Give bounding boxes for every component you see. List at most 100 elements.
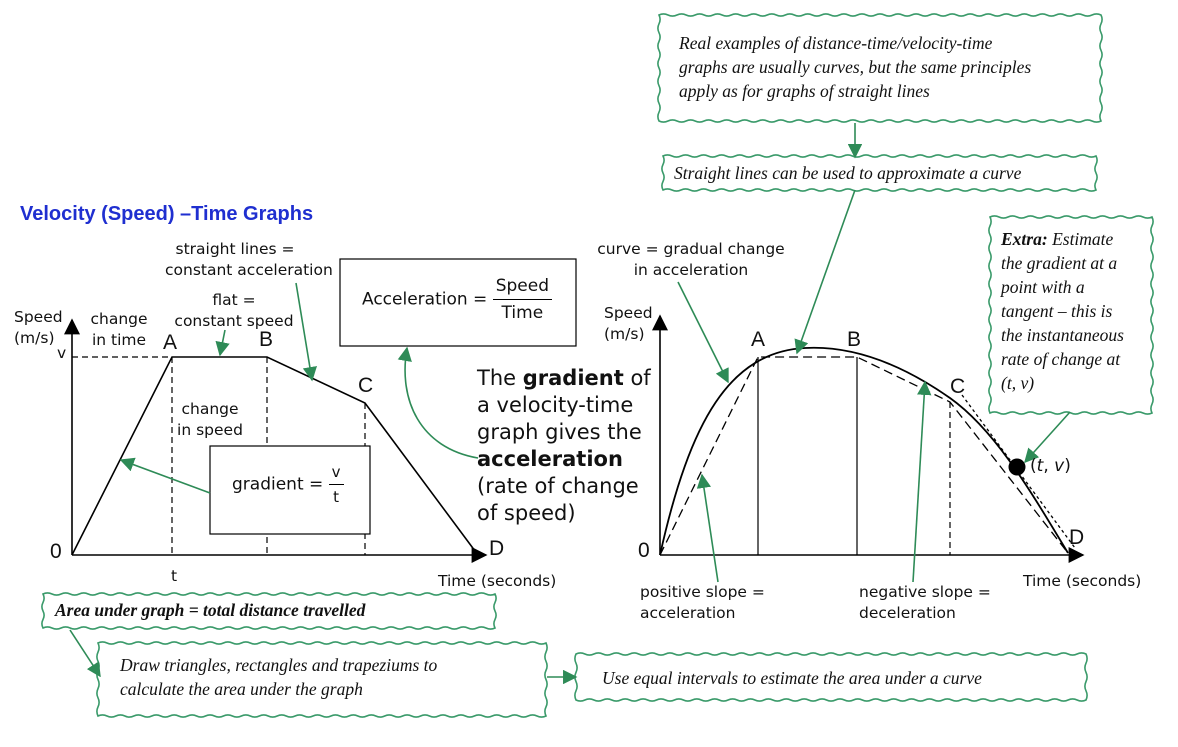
label-flat-line-2: constant speed: [174, 312, 294, 330]
gradient-denominator: t: [333, 488, 340, 506]
left-y-label-1: Speed: [14, 308, 63, 326]
label-straight-line-1: straight lines =: [175, 240, 295, 258]
left-graph: [64, 318, 488, 563]
left-point-b: B: [259, 328, 274, 351]
label-neg-1: negative slope =: [859, 583, 991, 601]
label-straight-lines: straight lines = constant acceleration: [165, 239, 333, 281]
right-point-d: D: [1069, 526, 1085, 549]
gradient-box: [209, 445, 371, 535]
note-box-area-under: [41, 592, 497, 630]
label-curve: curve = gradual change in acceleration: [592, 239, 790, 281]
note-box-straight-lines: [661, 154, 1098, 192]
tangent-point: [1008, 458, 1026, 476]
label-flat: flat = constant speed: [166, 290, 302, 332]
left-v-label: v: [57, 344, 67, 362]
gs-line5: (rate of change: [477, 474, 639, 498]
gs-line1b: gradient: [522, 366, 624, 390]
label-pos-1: positive slope =: [640, 583, 765, 601]
gradient-prefix: gradient =: [232, 474, 324, 495]
note-box-extra: [988, 215, 1154, 415]
note-equal-intervals: Use equal intervals to estimate the area…: [602, 668, 982, 688]
gs-line6: of speed): [477, 501, 576, 525]
note-real-2: graphs are usually curves, but the same …: [679, 57, 1032, 77]
note-triangles-2: calculate the area under the graph: [120, 679, 363, 699]
note-real-examples: Real examples of distance-time/velocity-…: [679, 31, 1031, 103]
label-change-time-2: in time: [91, 331, 147, 349]
tv-t: t: [1036, 456, 1044, 476]
right-graph: [652, 314, 1085, 563]
note-straight-lines: Straight lines can be used to approximat…: [674, 163, 1022, 183]
note-boxes: [41, 13, 1154, 718]
left-origin-label: 0: [50, 540, 62, 563]
left-point-a: A: [163, 331, 178, 354]
gs-line4: acceleration: [477, 447, 623, 471]
tangent-line: [961, 394, 1076, 549]
note-extra-4: the instantaneous: [1001, 325, 1124, 345]
gs-line2: a velocity-time: [477, 393, 634, 417]
label-straight-line-2: constant acceleration: [165, 261, 333, 279]
note-area-under: Area under graph = total distance travel…: [55, 600, 366, 620]
tv-v: v: [1054, 456, 1065, 476]
right-x-axis-label: Time (seconds): [1023, 572, 1142, 590]
left-point-c: C: [358, 374, 374, 397]
note-extra-tv: (t, v): [1001, 373, 1035, 393]
annotation-arrows: [69, 123, 1071, 685]
right-point-c: C: [950, 375, 966, 398]
gs-line3: graph gives the: [477, 420, 642, 444]
tangent-point-label: (t, v): [1030, 456, 1071, 477]
right-y-label-1: Speed: [604, 304, 653, 322]
right-y-label-2: (m/s): [604, 325, 645, 343]
approximating-lines: [659, 356, 1069, 556]
note-real-3: apply as for graphs of straight lines: [679, 81, 930, 101]
left-x-axis-label: Time (seconds): [438, 572, 557, 590]
acceleration-numerator: Speed: [492, 276, 552, 300]
note-box-equal-intervals: [574, 652, 1088, 702]
tv-open: (: [1030, 456, 1037, 476]
label-change-in-time: change in time: [84, 309, 154, 351]
note-extra-1: the gradient at a: [1001, 253, 1118, 273]
tv-close: ): [1064, 456, 1071, 476]
right-point-a: A: [751, 328, 766, 351]
right-origin-label: 0: [638, 539, 650, 562]
note-box-real-examples: [657, 13, 1103, 123]
note-real-1: Real examples of distance-time/velocity-…: [679, 33, 993, 53]
acceleration-prefix: Acceleration =: [362, 289, 488, 310]
label-change-speed-2: in speed: [177, 421, 243, 439]
tv-comma: ,: [1043, 456, 1055, 476]
gs-line1a: The: [477, 366, 523, 390]
label-negative-slope: negative slope = deceleration: [859, 582, 991, 624]
note-extra-5: rate of change at: [1001, 349, 1121, 369]
right-point-b: B: [847, 328, 862, 351]
left-point-d: D: [489, 537, 505, 560]
label-curve-1: curve = gradual change: [597, 240, 785, 258]
page-title: Velocity (Speed) –Time Graphs: [20, 203, 314, 225]
left-y-axis-label: Speed (m/s): [14, 307, 63, 349]
acceleration-denominator: Time: [501, 303, 544, 323]
note-box-triangles: [96, 641, 548, 718]
acceleration-box: [339, 258, 577, 347]
right-y-axis-label: Speed (m/s): [604, 303, 653, 345]
note-extra-3: tangent – this is: [1001, 301, 1113, 321]
label-pos-2: acceleration: [640, 604, 736, 622]
left-y-label-2: (m/s): [14, 329, 55, 347]
left-t-label: t: [171, 567, 178, 585]
label-positive-slope: positive slope = acceleration: [640, 582, 765, 624]
acceleration-formula: Acceleration = Speed Time: [362, 276, 552, 323]
note-triangles: Draw triangles, rectangles and trapezium…: [120, 653, 437, 701]
gradient-formula: gradient = v t: [232, 463, 344, 506]
label-change-speed-1: change: [181, 400, 239, 418]
label-change-in-speed: change in speed: [172, 399, 248, 441]
note-extra-2: point with a: [1001, 277, 1085, 297]
note-triangles-1: Draw triangles, rectangles and trapezium…: [120, 655, 438, 675]
note-extra: Extra: Estimate the gradient at a point …: [1001, 227, 1124, 395]
label-change-time-1: change: [90, 310, 148, 328]
gradient-numerator: v: [328, 463, 344, 485]
note-extra-0: Estimate: [1047, 229, 1114, 249]
label-curve-2: in acceleration: [633, 261, 749, 279]
note-extra-bold: Extra:: [1001, 229, 1048, 249]
label-flat-line-1: flat =: [212, 291, 256, 309]
gs-line1c: of: [623, 366, 651, 390]
gradient-statement: The gradient of a velocity-time graph gi…: [477, 365, 651, 527]
label-neg-2: deceleration: [859, 604, 956, 622]
